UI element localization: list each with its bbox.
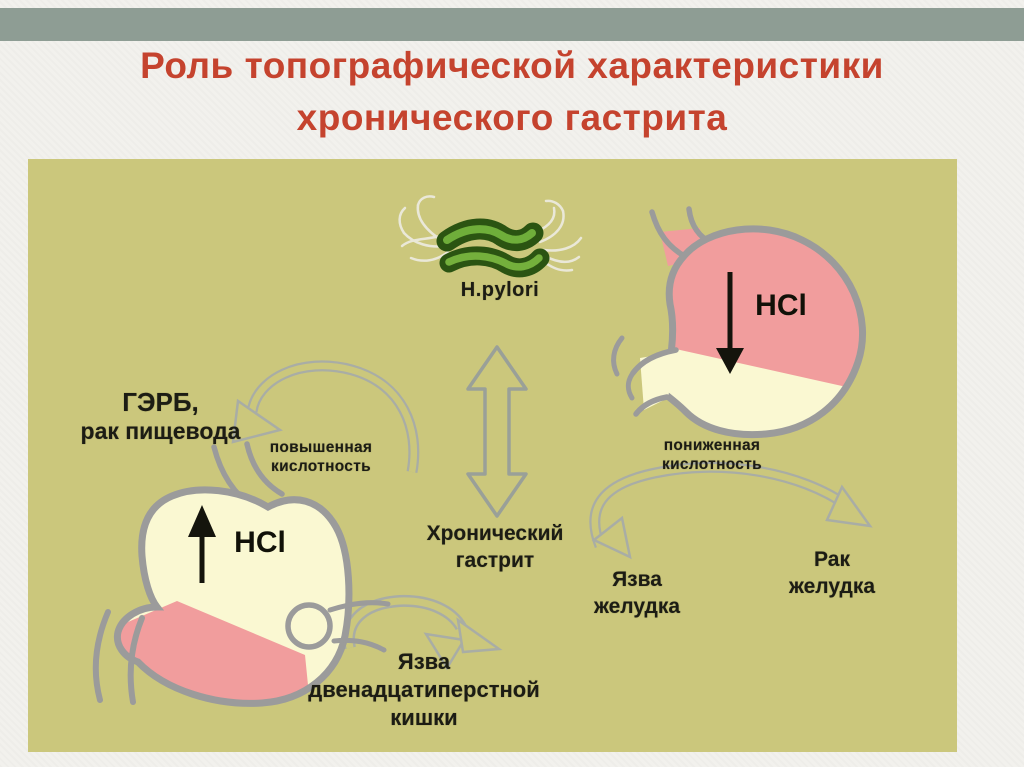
slide-title: Роль топографической характеристики хрон… bbox=[0, 40, 1024, 144]
gerd-esophageal-cancer-label: ГЭРБ, рак пищевода bbox=[58, 387, 263, 444]
gastric-ulcer-label: Язва желудка bbox=[552, 566, 722, 620]
gastric-ulcer-line: Язва bbox=[612, 568, 662, 591]
gastric-cancer-line: желудка bbox=[788, 575, 876, 598]
h-pylori-label: H.pylori bbox=[430, 279, 570, 302]
h-pylori-illustration bbox=[398, 195, 583, 278]
chronic-gastritis-line: Хронический bbox=[426, 522, 564, 545]
gerd-label-line: рак пищевода bbox=[80, 418, 241, 444]
h-pylori-label-text: H.pylori bbox=[460, 279, 540, 301]
curved-arrow-gastric bbox=[589, 461, 873, 560]
curved-arrow-duodenal bbox=[343, 594, 503, 671]
chronic-gastritis-line: гастрит bbox=[455, 549, 535, 572]
duodenal-ulcer-line: Язва bbox=[397, 649, 451, 674]
low-acidity-label: пониженная кислотность bbox=[617, 436, 807, 474]
high-acidity-line: повышенная bbox=[269, 439, 373, 456]
acid-down-arrow bbox=[716, 272, 744, 374]
top-accent-bar bbox=[0, 8, 1024, 41]
title-line-1: Роль топографической характеристики bbox=[140, 45, 884, 86]
gastric-cancer-label: Рак желудка bbox=[747, 546, 917, 600]
high-acidity-label: повышенная кислотность bbox=[226, 438, 416, 476]
gastric-ulcer-line: желудка bbox=[593, 595, 681, 618]
right-stomach-hcl-label: HCl bbox=[755, 289, 807, 322]
diagram-graphics bbox=[92, 195, 873, 707]
diagram-panel: H.pylori ГЭРБ, рак пищевода повышенная к… bbox=[28, 159, 957, 752]
duodenal-ulcer-line: кишки bbox=[390, 705, 458, 730]
acid-up-arrow bbox=[188, 505, 216, 583]
left-stomach-hcl-label: HCl bbox=[234, 526, 286, 559]
gastric-cancer-line: Рак bbox=[814, 548, 850, 571]
chronic-gastritis-label: Хронический гастрит bbox=[380, 520, 610, 574]
low-acidity-line: кислотность bbox=[662, 456, 762, 473]
duodenal-ulcer-line: двенадцатиперстной bbox=[308, 677, 540, 702]
low-acidity-line: пониженная bbox=[663, 437, 761, 454]
title-line-2: хронического гастрита bbox=[296, 97, 728, 138]
right-stomach-shape bbox=[611, 206, 866, 439]
duodenal-ulcer-label: Язва двенадцатиперстной кишки bbox=[259, 648, 589, 732]
high-acidity-line: кислотность bbox=[271, 458, 371, 475]
gerd-label-line: ГЭРБ, bbox=[122, 387, 199, 417]
double-arrow bbox=[466, 345, 528, 518]
curved-arrow-gerd bbox=[231, 360, 420, 473]
